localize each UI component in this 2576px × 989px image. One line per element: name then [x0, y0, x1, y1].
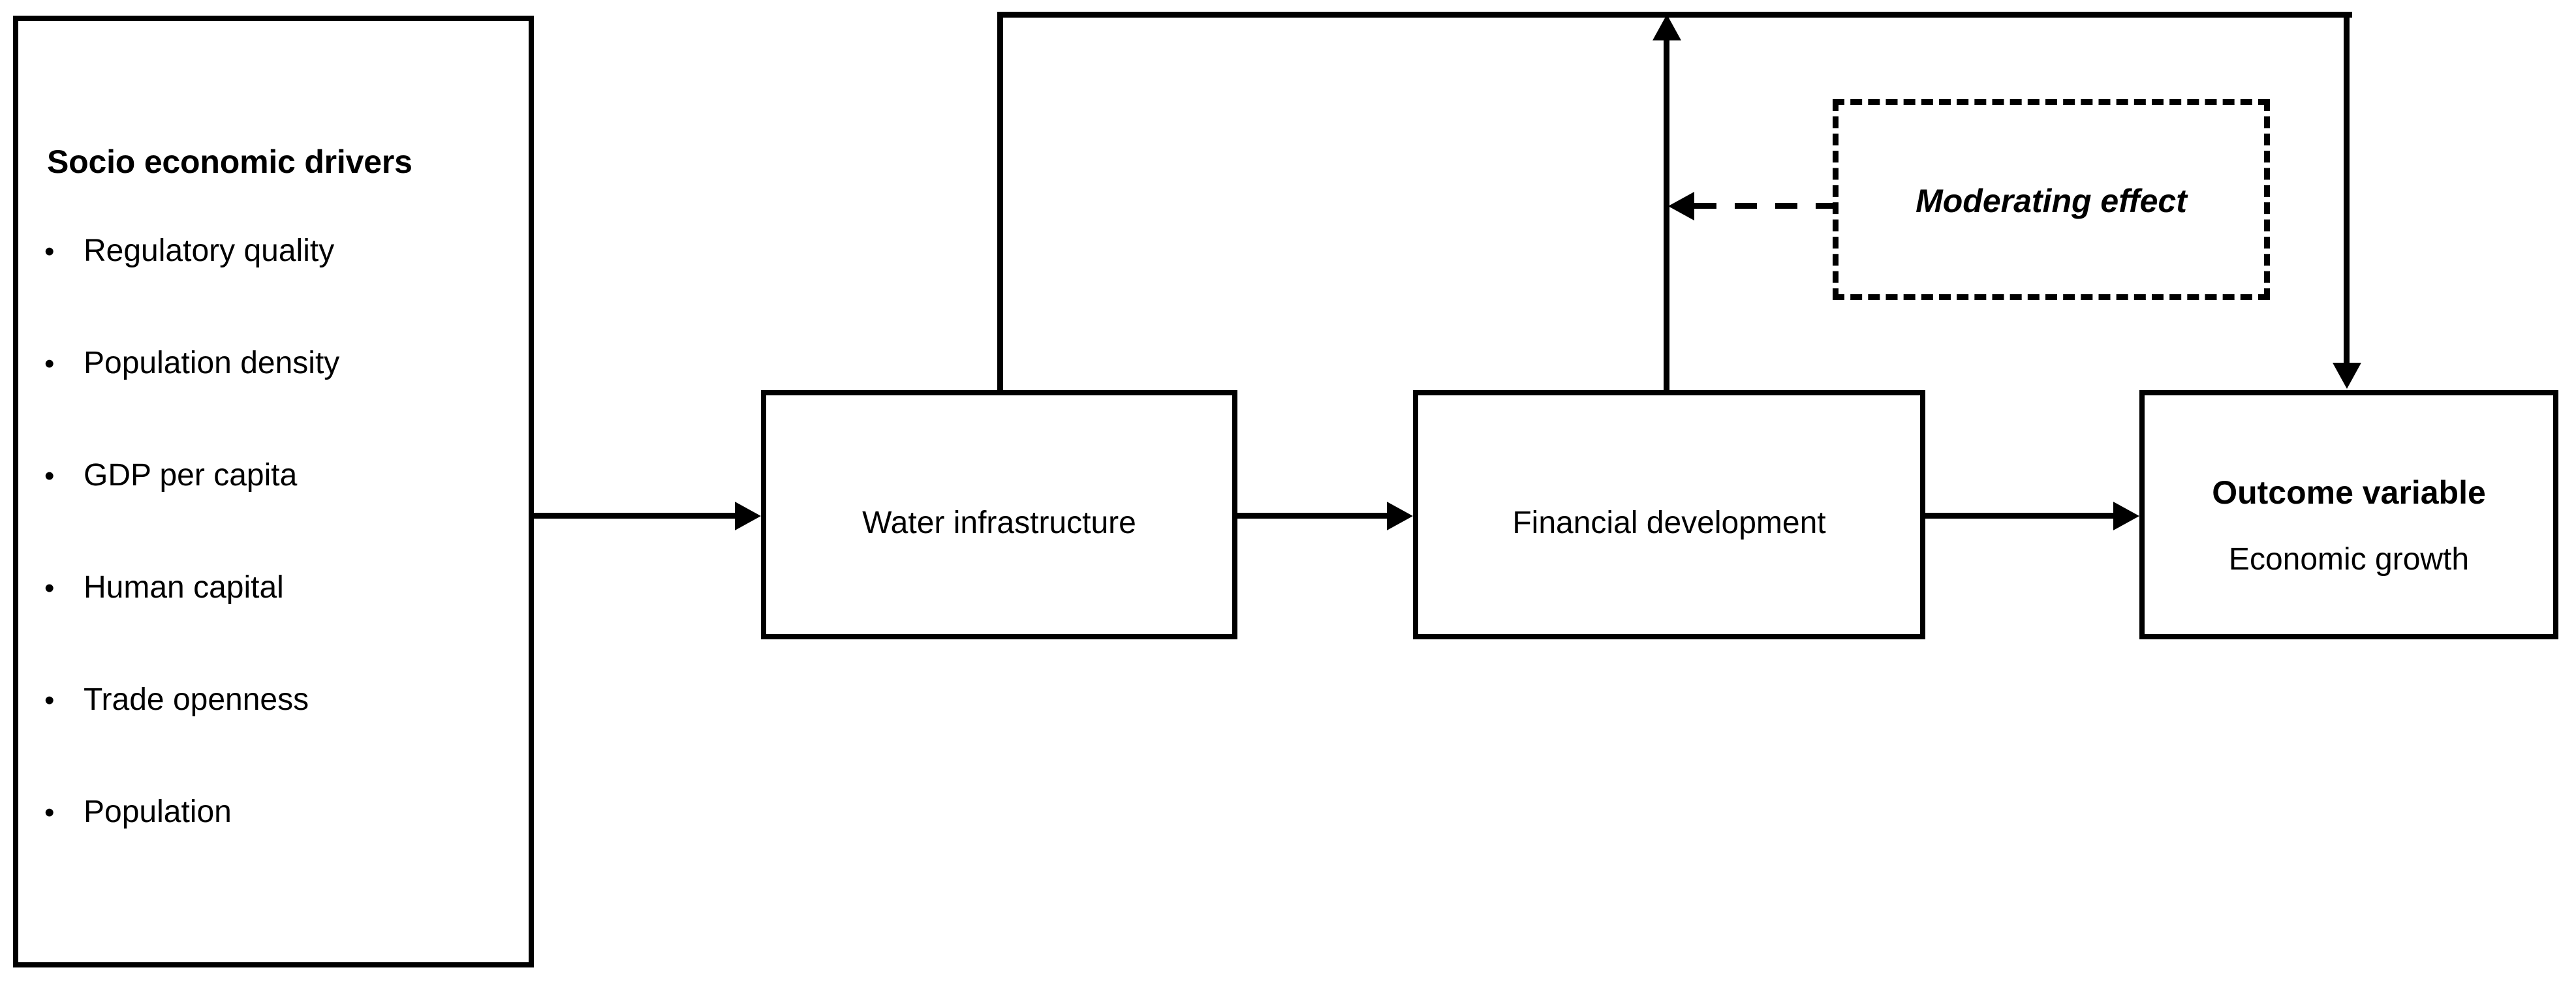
connector-drivers-to-water — [534, 513, 735, 519]
connector-finance-to-outcome — [1925, 513, 2113, 519]
bullet-icon: • — [44, 460, 55, 492]
moderating-effect-box: Moderating effect — [1833, 99, 2270, 300]
outcome-variable-box: Outcome variable Economic growth — [2139, 390, 2558, 639]
arrowhead-outcome-descent-icon — [2333, 363, 2361, 389]
bullet-icon: • — [44, 348, 55, 380]
financial-development-label: Financial development — [1512, 506, 1826, 540]
water-infrastructure-label: Water infrastructure — [862, 506, 1136, 540]
driver-label: Population — [84, 795, 232, 829]
bullet-icon: • — [44, 684, 55, 716]
driver-item-population: • Population — [44, 794, 521, 830]
connector-finance-riser — [1664, 33, 1669, 393]
moderating-effect-label: Moderating effect — [1916, 183, 2187, 219]
driver-item-human-capital: • Human capital — [44, 570, 521, 605]
arrowhead-drivers-to-water-icon — [735, 502, 761, 530]
socio-economic-drivers-box: Socio economic drivers • Regulatory qual… — [13, 16, 534, 967]
financial-development-box: Financial development — [1413, 390, 1925, 639]
driver-item-population-density: • Population density — [44, 345, 521, 381]
drivers-panel-title: Socio economic drivers — [47, 144, 412, 180]
bullet-icon: • — [44, 572, 55, 604]
driver-item-trade-openness: • Trade openness — [44, 682, 521, 718]
outcome-variable-subtitle: Economic growth — [2228, 542, 2470, 577]
connector-outcome-descent — [2344, 12, 2350, 364]
driver-item-regulatory-quality: • Regulatory quality — [44, 233, 521, 269]
driver-label: GDP per capita — [84, 458, 298, 493]
outcome-variable-title: Outcome variable — [2212, 474, 2486, 511]
bullet-icon: • — [44, 236, 55, 267]
water-infrastructure-box: Water infrastructure — [761, 390, 1237, 639]
driver-label: Regulatory quality — [84, 234, 335, 268]
arrowhead-moderator-icon — [1668, 192, 1694, 221]
arrowhead-finance-riser-icon — [1653, 14, 1681, 40]
arrowhead-water-to-finance-icon — [1387, 502, 1413, 530]
bullet-icon: • — [44, 797, 55, 829]
driver-label: Trade openness — [84, 682, 309, 717]
arrowhead-finance-to-outcome-icon — [2113, 502, 2139, 530]
driver-item-gdp-per-capita: • GDP per capita — [44, 457, 521, 493]
driver-label: Human capital — [84, 570, 284, 605]
connector-water-riser — [997, 14, 1003, 393]
connector-water-to-finance — [1237, 513, 1387, 519]
connector-moderator-dashed — [1694, 203, 1837, 209]
driver-label: Population density — [84, 346, 340, 380]
